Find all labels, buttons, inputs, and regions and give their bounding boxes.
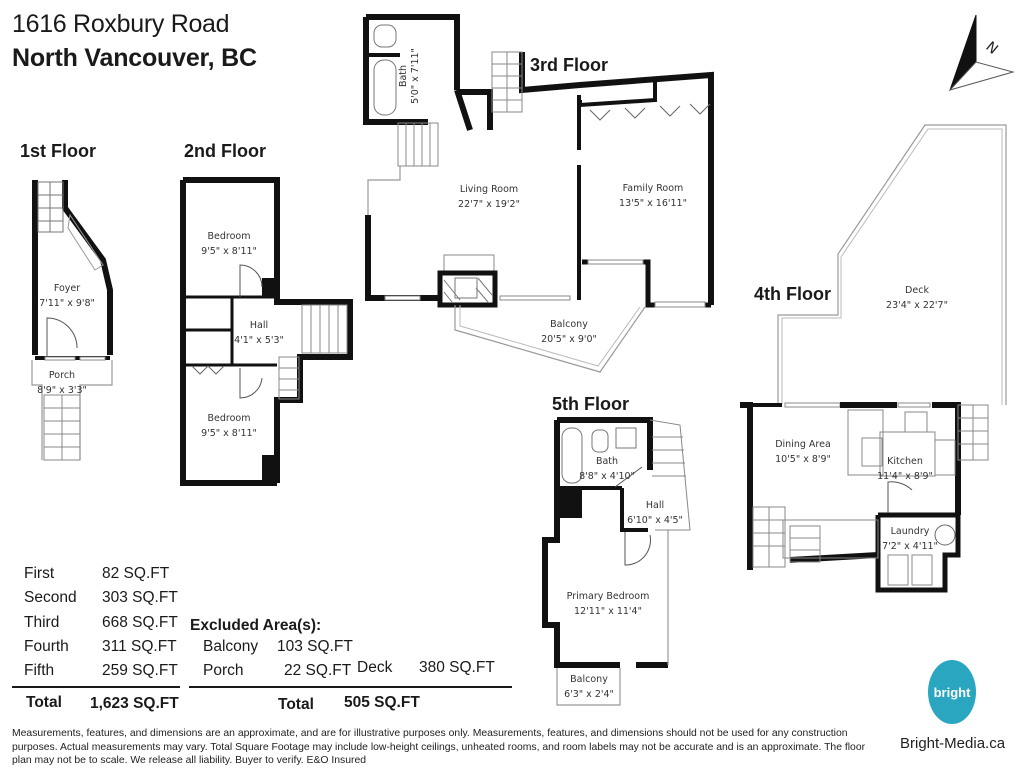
room-label-bath-3rd: Bath 5'0" x 7'11" <box>398 48 422 104</box>
fifth-floor-plan <box>542 417 691 706</box>
room-name: Deck <box>905 285 929 296</box>
room-dimensions: 7'11" x 9'8" <box>39 298 95 309</box>
room-dimensions: 13'5" x 16'11" <box>619 198 687 209</box>
address-line-2: North Vancouver, BC <box>12 44 257 72</box>
divider <box>12 686 180 688</box>
room-label-hall-5th: Hall 6'10" x 4'5" <box>627 498 683 528</box>
excluded-row-value: 103 SQ.FT <box>277 638 353 655</box>
area-row-label: Fourth <box>24 638 69 655</box>
floor-title-5th: 5th Floor <box>552 394 629 414</box>
room-label-porch: Porch 8'9" x 3'3" <box>37 368 87 398</box>
room-dimensions: 6'3" x 2'4" <box>564 689 614 700</box>
area-row-value: 259 SQ.FT <box>102 662 178 679</box>
area-row-value: 668 SQ.FT <box>102 614 178 631</box>
room-name: Kitchen <box>887 456 923 467</box>
room-dimensions: 8'9" x 3'3" <box>37 385 87 396</box>
room-label-family-room: Family Room 13'5" x 16'11" <box>619 181 687 211</box>
excluded-title: Excluded Area(s): <box>190 617 322 634</box>
website-link[interactable]: Bright-Media.ca <box>900 735 1006 752</box>
disclaimer-text: Measurements, features, and dimensions a… <box>12 728 866 766</box>
excluded-total-label: Total <box>278 696 314 713</box>
room-label-kitchen: Kitchen 11'4" x 8'9" <box>877 454 933 484</box>
area-row-value: 82 SQ.FT <box>102 565 170 582</box>
room-name: Balcony <box>570 674 608 685</box>
room-label-foyer: Foyer 7'11" x 9'8" <box>39 281 95 311</box>
third-floor-plan <box>363 14 714 373</box>
room-dimensions: 8'8" x 4'10" <box>579 471 635 482</box>
address-line-1: 1616 Roxbury Road <box>12 10 230 38</box>
area-row-label: Third <box>24 614 60 631</box>
room-name: Bedroom <box>207 413 251 424</box>
area-row-value: 303 SQ.FT <box>102 589 178 606</box>
room-name: Bath <box>595 456 619 467</box>
excluded-row-label: Porch <box>203 662 244 679</box>
room-label-bath-5th: Bath 8'8" x 4'10" <box>579 454 635 484</box>
area-row-value: 311 SQ.FT <box>102 638 177 655</box>
room-dimensions: 9'5" x 8'11" <box>201 246 257 257</box>
floor-title-1st: 1st Floor <box>20 141 97 161</box>
room-name: Foyer <box>53 283 81 294</box>
room-name: Primary Bedroom <box>566 591 650 602</box>
north-arrow-icon <box>948 14 1015 91</box>
room-label-dining-area: Dining Area 10'5" x 8'9" <box>775 437 831 467</box>
excluded-row-value: 380 SQ.FT <box>419 659 495 676</box>
room-name: Porch <box>48 370 76 381</box>
room-label-balcony-5th: Balcony 6'3" x 2'4" <box>564 672 614 702</box>
excluded-total-value: 505 SQ.FT <box>344 694 420 711</box>
room-dimensions: 23'4" x 22'7" <box>886 300 948 311</box>
room-dimensions: 12'11" x 11'4" <box>574 606 642 617</box>
room-dimensions: 4'1" x 5'3" <box>234 335 284 346</box>
room-dimensions: 10'5" x 8'9" <box>775 454 831 465</box>
floor-title-3rd: 3rd Floor <box>530 55 609 75</box>
area-row-label: First <box>24 565 55 582</box>
room-name: Family Room <box>622 183 684 194</box>
total-label: Total <box>26 694 62 711</box>
floor-title-2nd: 2nd Floor <box>184 141 266 161</box>
room-dimensions: 7'2" x 4'11" <box>882 541 938 552</box>
room-label-laundry: Laundry 7'2" x 4'11" <box>882 524 938 554</box>
svg-text:N: N <box>982 39 1000 58</box>
room-name: Living Room <box>459 184 519 195</box>
room-dimensions: 11'4" x 8'9" <box>877 471 933 482</box>
divider <box>189 686 512 688</box>
room-label-bedroom-lower: Bedroom 9'5" x 8'11" <box>201 411 257 441</box>
total-value: 1,623 SQ.FT <box>90 695 179 712</box>
fourth-floor-plan <box>740 124 1007 593</box>
room-name: Hall <box>645 500 665 511</box>
room-dimensions: 9'5" x 8'11" <box>201 428 257 439</box>
area-row-label: Fifth <box>24 662 55 679</box>
bright-logo: bright <box>928 660 976 724</box>
room-dimensions: 6'10" x 4'5" <box>627 515 683 526</box>
second-floor-plan <box>180 177 353 486</box>
room-label-deck: Deck 23'4" x 22'7" <box>886 283 948 313</box>
room-dimensions: 20'5" x 9'0" <box>541 334 597 345</box>
room-label-balcony-3rd: Balcony 20'5" x 9'0" <box>541 317 597 347</box>
room-name: Laundry <box>890 526 930 537</box>
room-label-bedroom-upper: Bedroom 9'5" x 8'11" <box>201 229 257 259</box>
room-name: Dining Area <box>775 439 831 450</box>
room-name: Bath <box>398 64 409 88</box>
first-floor-plan <box>31 180 113 461</box>
floor-title-4th: 4th Floor <box>754 284 831 304</box>
excluded-row-value: 22 SQ.FT <box>284 662 352 679</box>
room-label-living-room: Living Room 22'7" x 19'2" <box>458 182 520 212</box>
excluded-row-label: Deck <box>357 659 393 676</box>
room-label-primary-bedroom: Primary Bedroom 12'11" x 11'4" <box>567 589 650 619</box>
room-name: Hall <box>249 320 269 331</box>
room-label-hall-2nd: Hall 4'1" x 5'3" <box>234 318 284 348</box>
room-name: Balcony <box>550 319 588 330</box>
excluded-row-label: Balcony <box>203 638 259 655</box>
area-row-label: Second <box>24 589 77 606</box>
room-dimensions: 5'0" x 7'11" <box>410 48 421 104</box>
room-name: Bedroom <box>207 231 251 242</box>
room-dimensions: 22'7" x 19'2" <box>458 199 520 210</box>
